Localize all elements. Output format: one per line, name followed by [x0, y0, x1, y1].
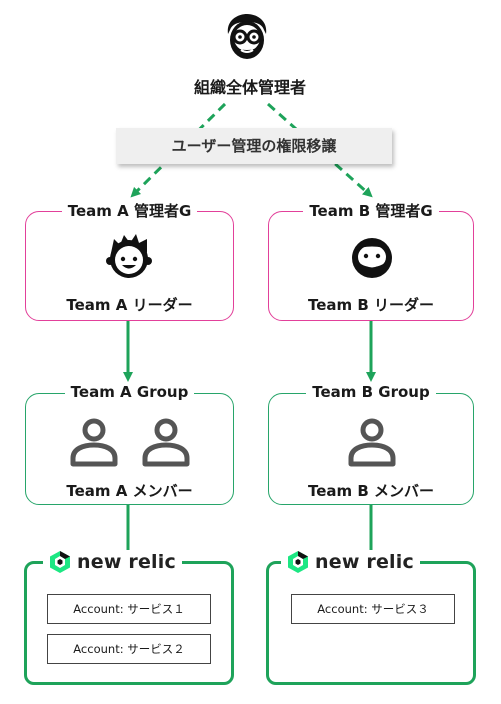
bearded-leader-face-icon [347, 231, 397, 281]
member-user-icon [346, 416, 398, 468]
newrelic-brand-text: new relic [315, 551, 414, 573]
newrelic-logo: new relic [281, 550, 420, 574]
account-item[interactable]: Account: サービス１ [47, 594, 211, 624]
org-admin-label: 組織全体管理者 [193, 78, 306, 97]
account-item[interactable]: Account: サービス３ [291, 594, 455, 624]
team-b-group-label: Team B Group [306, 383, 436, 401]
member-user-icon [140, 416, 192, 468]
team-b-leader-label: Team B リーダー [307, 296, 435, 314]
team-b-manager-group-label: Team B 管理者G [303, 202, 439, 220]
newrelic-logo: new relic [43, 550, 182, 574]
member-user-icon [68, 416, 120, 468]
team-b-manager-group: Team B 管理者G Team B リーダー [268, 202, 474, 321]
team-b-group: Team B Group Team B メンバー [268, 383, 474, 505]
team-b-newrelic-box: new relic Account: サービス３ [266, 550, 476, 685]
team-b-members-label: Team B メンバー [307, 482, 435, 500]
admin-face-icon [220, 12, 274, 66]
team-a-group: Team A Group Team A メンバー [25, 383, 234, 505]
newrelic-brand-text: new relic [77, 551, 176, 573]
team-a-group-label: Team A Group [64, 383, 195, 401]
permission-transfer-banner: ユーザー管理の権限移譲 [116, 128, 392, 164]
team-a-manager-group-label: Team A 管理者G [61, 202, 198, 220]
team-a-members-label: Team A メンバー [66, 482, 193, 500]
team-a-leader-label: Team A リーダー [66, 296, 193, 314]
leader-face-icon [104, 231, 154, 281]
newrelic-hex-icon [50, 551, 70, 573]
team-a-manager-group: Team A 管理者G Team A リーダー [25, 202, 234, 321]
newrelic-hex-icon [288, 551, 308, 573]
team-a-newrelic-box: new relic Account: サービス１ Account: サービス２ [24, 550, 234, 685]
account-item[interactable]: Account: サービス２ [47, 634, 211, 664]
